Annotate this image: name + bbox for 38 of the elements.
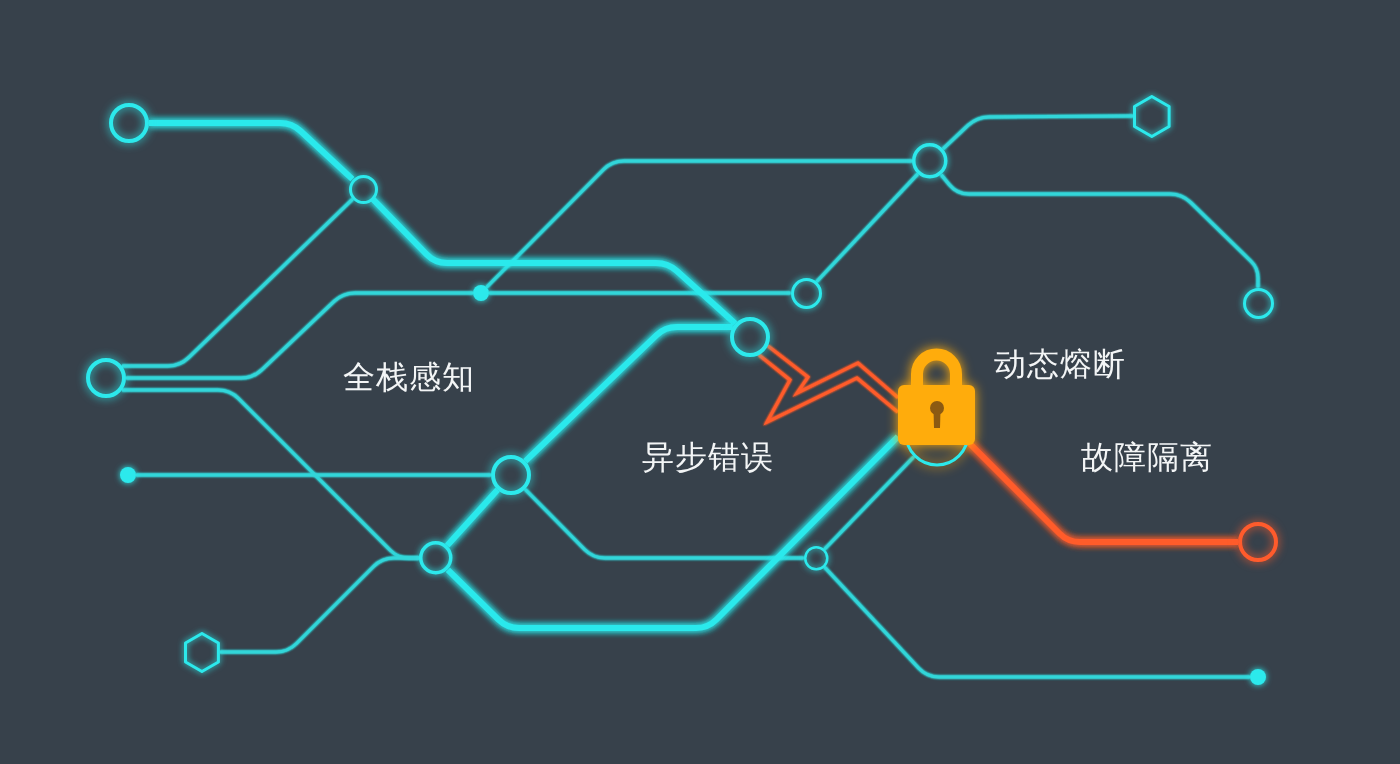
text-label: 异步错误 bbox=[642, 440, 774, 476]
ring-node bbox=[419, 541, 453, 575]
connector-line bbox=[485, 159, 913, 289]
connector-line bbox=[136, 473, 491, 477]
connector-line bbox=[220, 556, 420, 654]
connector-line bbox=[967, 441, 1238, 545]
ring-node bbox=[1238, 522, 1278, 562]
hexagon-node bbox=[184, 631, 220, 673]
text-label: 动态熔断 bbox=[994, 347, 1126, 383]
ring-node bbox=[348, 174, 378, 204]
ring-node bbox=[1242, 287, 1274, 319]
ring-node bbox=[730, 317, 770, 357]
connector-line bbox=[444, 487, 500, 548]
ring-node bbox=[803, 545, 829, 571]
text-label: 故障隔离 bbox=[1081, 440, 1213, 476]
connector-line bbox=[823, 565, 1250, 679]
dot-node bbox=[120, 467, 136, 483]
connector-line bbox=[149, 120, 355, 182]
ring-node bbox=[790, 277, 822, 309]
text-label: 全栈感知 bbox=[343, 360, 475, 396]
connector-line bbox=[126, 291, 473, 380]
dot-node bbox=[473, 285, 489, 301]
connector-line bbox=[940, 173, 1260, 288]
connector-line bbox=[489, 291, 791, 295]
ring-node bbox=[86, 358, 126, 398]
ring-node bbox=[109, 103, 149, 143]
connector-line bbox=[122, 198, 354, 368]
ring-node bbox=[491, 455, 531, 495]
connector-line bbox=[941, 114, 1134, 150]
hexagon-node bbox=[1133, 94, 1171, 138]
connector-line bbox=[823, 455, 915, 551]
ring-node bbox=[912, 143, 948, 179]
connector-line bbox=[523, 323, 733, 464]
zigzag-line bbox=[757, 344, 900, 426]
connector-line bbox=[524, 488, 804, 560]
connector-line bbox=[370, 197, 738, 326]
dot-node bbox=[1250, 669, 1266, 685]
connector-line bbox=[815, 172, 919, 283]
